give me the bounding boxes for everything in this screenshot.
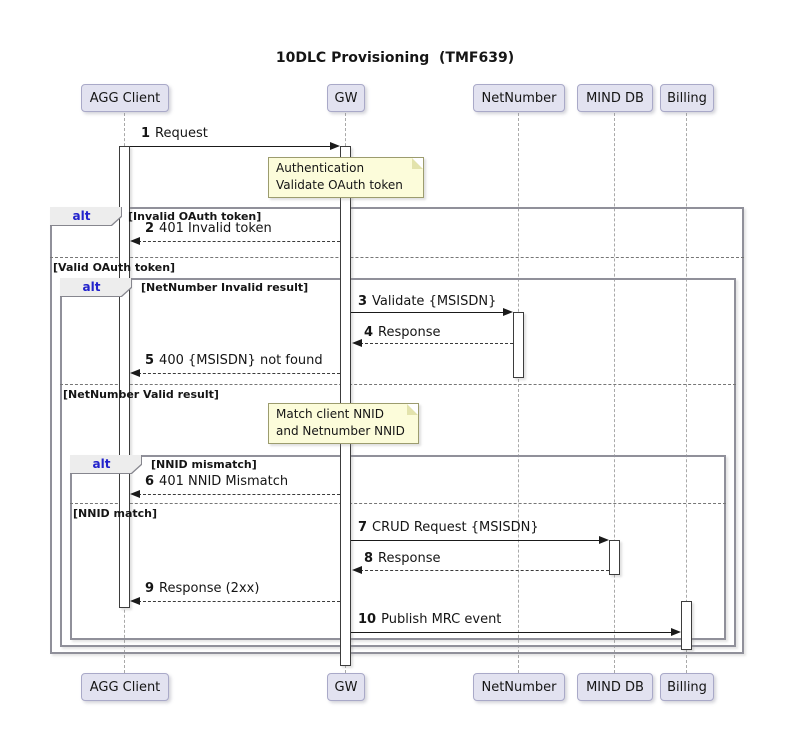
activation-netnumber (513, 312, 524, 378)
participant-top-agg-client: AGG Client (81, 84, 169, 112)
participant-label: NetNumber (481, 90, 557, 106)
else-nnid-match: [NNID match] (73, 507, 158, 520)
participant-top-billing: Billing (660, 84, 714, 112)
else-netnumber-valid: [NetNumber Valid result] (63, 388, 219, 401)
lifeline-billing (686, 113, 687, 673)
note-fold-icon (412, 158, 423, 169)
message-3-line (351, 312, 504, 313)
participant-bottom-billing: Billing (660, 673, 714, 701)
lifeline-mind-db (614, 113, 615, 673)
message-9-line (138, 601, 340, 602)
message-9-arrowhead (130, 597, 140, 605)
participant-label: MIND DB (586, 90, 644, 106)
message-2-line (138, 241, 340, 242)
note-fold-icon (407, 404, 418, 415)
guard-netnumber-invalid: [NetNumber Invalid result] (141, 281, 309, 294)
message-10-arrowhead (671, 628, 681, 636)
divider-nnid-match (70, 503, 726, 504)
message-4-line (360, 343, 513, 344)
note-authentication: Authentication Validate OAuth token (268, 157, 424, 198)
alt-header-nnid: alt (70, 455, 142, 474)
alt-keyword: alt (72, 209, 91, 223)
diagram-title: 10DLC Provisioning (TMF639) (275, 50, 515, 66)
participant-bottom-gw: GW (327, 673, 365, 701)
else-valid-oauth: [Valid OAuth token] (53, 261, 176, 274)
participant-label: MIND DB (586, 679, 644, 695)
guard-nnid-mismatch: [NNID mismatch] (151, 458, 257, 471)
alt-keyword: alt (92, 457, 111, 471)
alt-header-inner: alt (70, 455, 141, 473)
message-2-arrowhead (130, 237, 140, 245)
alt-keyword: alt (82, 280, 101, 294)
alt-header-netnumber: alt (60, 278, 132, 297)
note-line: Match client NNID (276, 407, 384, 421)
alt-header-inner: alt (50, 207, 121, 225)
message-1-line (130, 146, 332, 147)
note-line: Validate OAuth token (276, 178, 403, 192)
message-6-arrowhead (130, 490, 140, 498)
activation-agg-client (119, 146, 130, 608)
message-3-arrowhead (503, 308, 513, 316)
alt-header-oauth: alt (50, 207, 122, 226)
note-line: and Netnumber NNID (276, 424, 405, 438)
divider-valid-oauth (50, 257, 744, 258)
participant-bottom-netnumber: NetNumber (473, 673, 565, 701)
participant-top-gw: GW (327, 84, 365, 112)
message-10-line (351, 632, 672, 633)
participant-label: GW (334, 679, 358, 695)
message-8-line (360, 570, 609, 571)
message-8-arrowhead (352, 566, 362, 574)
participant-label: Billing (667, 90, 707, 106)
participant-bottom-agg-client: AGG Client (81, 673, 169, 701)
alt-frame-nnid (70, 455, 726, 640)
message-7-arrowhead (599, 536, 609, 544)
note-line: Authentication (276, 161, 365, 175)
guard-invalid-oauth: [Invalid OAuth token] (128, 210, 262, 223)
message-5-arrowhead (130, 369, 140, 377)
activation-billing (681, 601, 692, 650)
divider-netnumber-valid (60, 384, 736, 385)
message-6-line (138, 494, 340, 495)
message-7-line (351, 540, 600, 541)
note-match-nnid: Match client NNID and Netnumber NNID (268, 403, 419, 444)
lifeline-netnumber (518, 113, 519, 673)
participant-label: AGG Client (89, 679, 161, 695)
message-5-line (138, 373, 340, 374)
participant-top-netnumber: NetNumber (473, 84, 565, 112)
message-4-arrowhead (352, 339, 362, 347)
participant-label: NetNumber (481, 679, 557, 695)
activation-mind-db (609, 540, 620, 575)
alt-frame-oauth (50, 207, 744, 654)
participant-label: GW (334, 90, 358, 106)
alt-frame-netnumber (60, 278, 736, 647)
participant-label: AGG Client (89, 90, 161, 106)
participant-bottom-mind-db: MIND DB (577, 673, 653, 701)
participant-top-mind-db: MIND DB (577, 84, 653, 112)
alt-header-inner: alt (60, 278, 131, 296)
participant-label: Billing (667, 679, 707, 695)
message-1-arrowhead (330, 142, 340, 150)
